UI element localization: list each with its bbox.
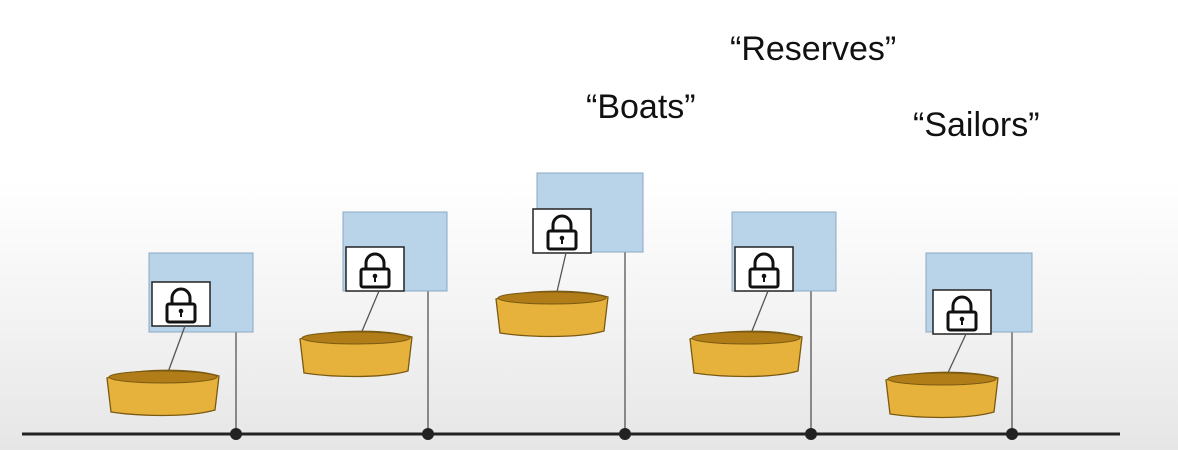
padlock-keyhole-slot bbox=[763, 276, 765, 282]
lock-to-disk-line bbox=[555, 252, 567, 297]
db-node bbox=[689, 211, 837, 440]
disk-drum-icon bbox=[495, 290, 609, 338]
label-boats: “Boats” bbox=[586, 88, 696, 126]
padlock-icon bbox=[946, 295, 978, 332]
label-reserves: “Reserves” bbox=[730, 30, 897, 68]
bus-junction-dot bbox=[805, 428, 817, 440]
disk-top bbox=[887, 372, 997, 386]
disk-top bbox=[301, 331, 411, 345]
bus-junction-dot bbox=[1006, 428, 1018, 440]
padlock-keyhole-slot bbox=[374, 276, 376, 282]
lock-to-disk-line bbox=[749, 290, 769, 337]
padlock-icon bbox=[546, 214, 578, 251]
nodes-layer bbox=[106, 172, 1033, 440]
bus-junction-dot bbox=[230, 428, 242, 440]
lock-to-disk-line bbox=[945, 333, 967, 378]
bus-junction-dot bbox=[619, 428, 631, 440]
padlock-keyhole-slot bbox=[180, 311, 182, 317]
disk-top bbox=[691, 331, 801, 345]
disk-top bbox=[108, 370, 218, 384]
lock-to-disk-line bbox=[359, 290, 380, 337]
disk-drum-icon bbox=[106, 369, 220, 417]
padlock-icon bbox=[359, 252, 391, 289]
lock-to-disk-line bbox=[166, 325, 186, 376]
db-node bbox=[495, 172, 644, 440]
padlock-icon bbox=[165, 287, 197, 324]
padlock-shackle bbox=[753, 252, 775, 269]
padlock-keyhole-slot bbox=[961, 319, 963, 325]
padlock-shackle bbox=[551, 214, 573, 231]
padlock-icon bbox=[748, 252, 780, 289]
bus-junction-dot bbox=[422, 428, 434, 440]
db-node bbox=[299, 211, 448, 440]
padlock-shackle bbox=[170, 287, 192, 304]
disk-top bbox=[497, 291, 607, 305]
padlock-shackle bbox=[364, 252, 386, 269]
db-node bbox=[106, 252, 254, 440]
padlock-shackle bbox=[951, 295, 973, 312]
disk-drum-icon bbox=[299, 330, 413, 378]
padlock-keyhole-slot bbox=[561, 238, 563, 244]
disk-drum-icon bbox=[689, 330, 803, 378]
label-sailors: “Sailors” bbox=[913, 106, 1040, 144]
disk-drum-icon bbox=[885, 371, 999, 419]
db-node bbox=[885, 252, 1033, 440]
